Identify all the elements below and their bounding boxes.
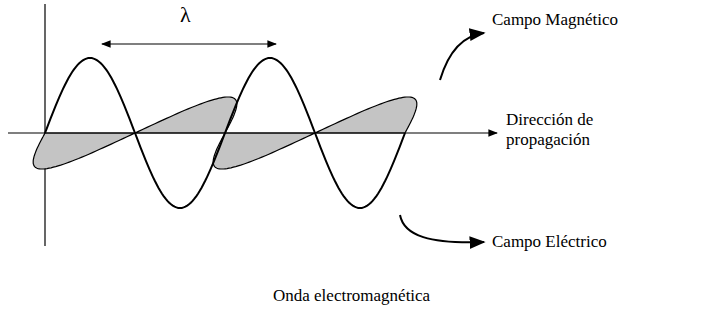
vertical-axis <box>44 4 45 246</box>
wavelength-arrow <box>102 43 276 44</box>
pointer-arrow <box>400 215 484 242</box>
wavelength-symbol: λ <box>180 2 191 27</box>
figure-caption: Onda electromagnética <box>273 286 430 306</box>
axis-label: Dirección de propagación <box>506 110 618 149</box>
propagation-axis <box>8 132 497 133</box>
electric-field-wave <box>45 58 405 208</box>
field-label: Campo Eléctrico <box>492 232 607 252</box>
pointer-arrow <box>440 33 484 80</box>
field-label: Campo Magnético <box>492 10 618 30</box>
